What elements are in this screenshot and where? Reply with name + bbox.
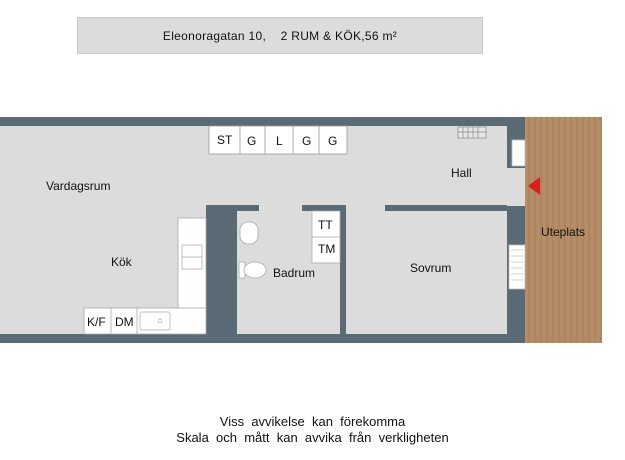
disclaimer-line-1: Viss avvikelse kan förekomma	[219, 414, 406, 429]
room-hall: Hall	[451, 166, 472, 180]
closet-label-g2: G	[302, 134, 312, 148]
fixture-label-tm: TM	[318, 242, 336, 256]
room-vardagsrum: Vardagsrum	[46, 179, 111, 193]
closet-label-l: L	[276, 134, 283, 148]
window-right-bottom	[508, 244, 526, 290]
wall-top	[0, 117, 525, 126]
room-kok: Kök	[111, 255, 132, 269]
wall-bath-top	[237, 205, 259, 211]
uteplats-deck	[525, 117, 602, 343]
entrance-arrow-icon	[528, 177, 540, 195]
closet-label-g3: G	[328, 134, 338, 148]
fixture-label-kf: K/F	[87, 315, 106, 329]
wall-sovrum-top	[385, 205, 507, 211]
stair-icon	[457, 126, 487, 139]
room-uteplats: Uteplats	[541, 225, 586, 239]
wall-bath-left	[206, 205, 237, 334]
room-sovrum: Sovrum	[410, 261, 452, 275]
closet-label-st: ST	[217, 133, 233, 147]
closet-label-g1: G	[247, 134, 257, 148]
entrance-door	[507, 168, 525, 206]
closet-row	[208, 125, 348, 155]
toilet-icon	[238, 261, 267, 279]
wall-bath-top2	[302, 205, 346, 211]
address-header: Eleonoragatan 10, 2 RUM & KÖK,56 m²	[77, 17, 483, 54]
fixture-label-tt: TT	[318, 218, 333, 232]
fixture-label-dm: DM	[115, 315, 134, 329]
wall-bottom	[0, 334, 525, 343]
disclaimer-line-2: Skala och mått kan avvika från verklighe…	[176, 430, 449, 445]
window-right-top	[511, 139, 526, 167]
sink-icon	[139, 311, 171, 331]
washbasin-icon	[239, 221, 259, 245]
wall-bath-right	[340, 205, 346, 334]
room-badrum: Badrum	[273, 266, 316, 280]
stove-icon	[181, 244, 203, 270]
